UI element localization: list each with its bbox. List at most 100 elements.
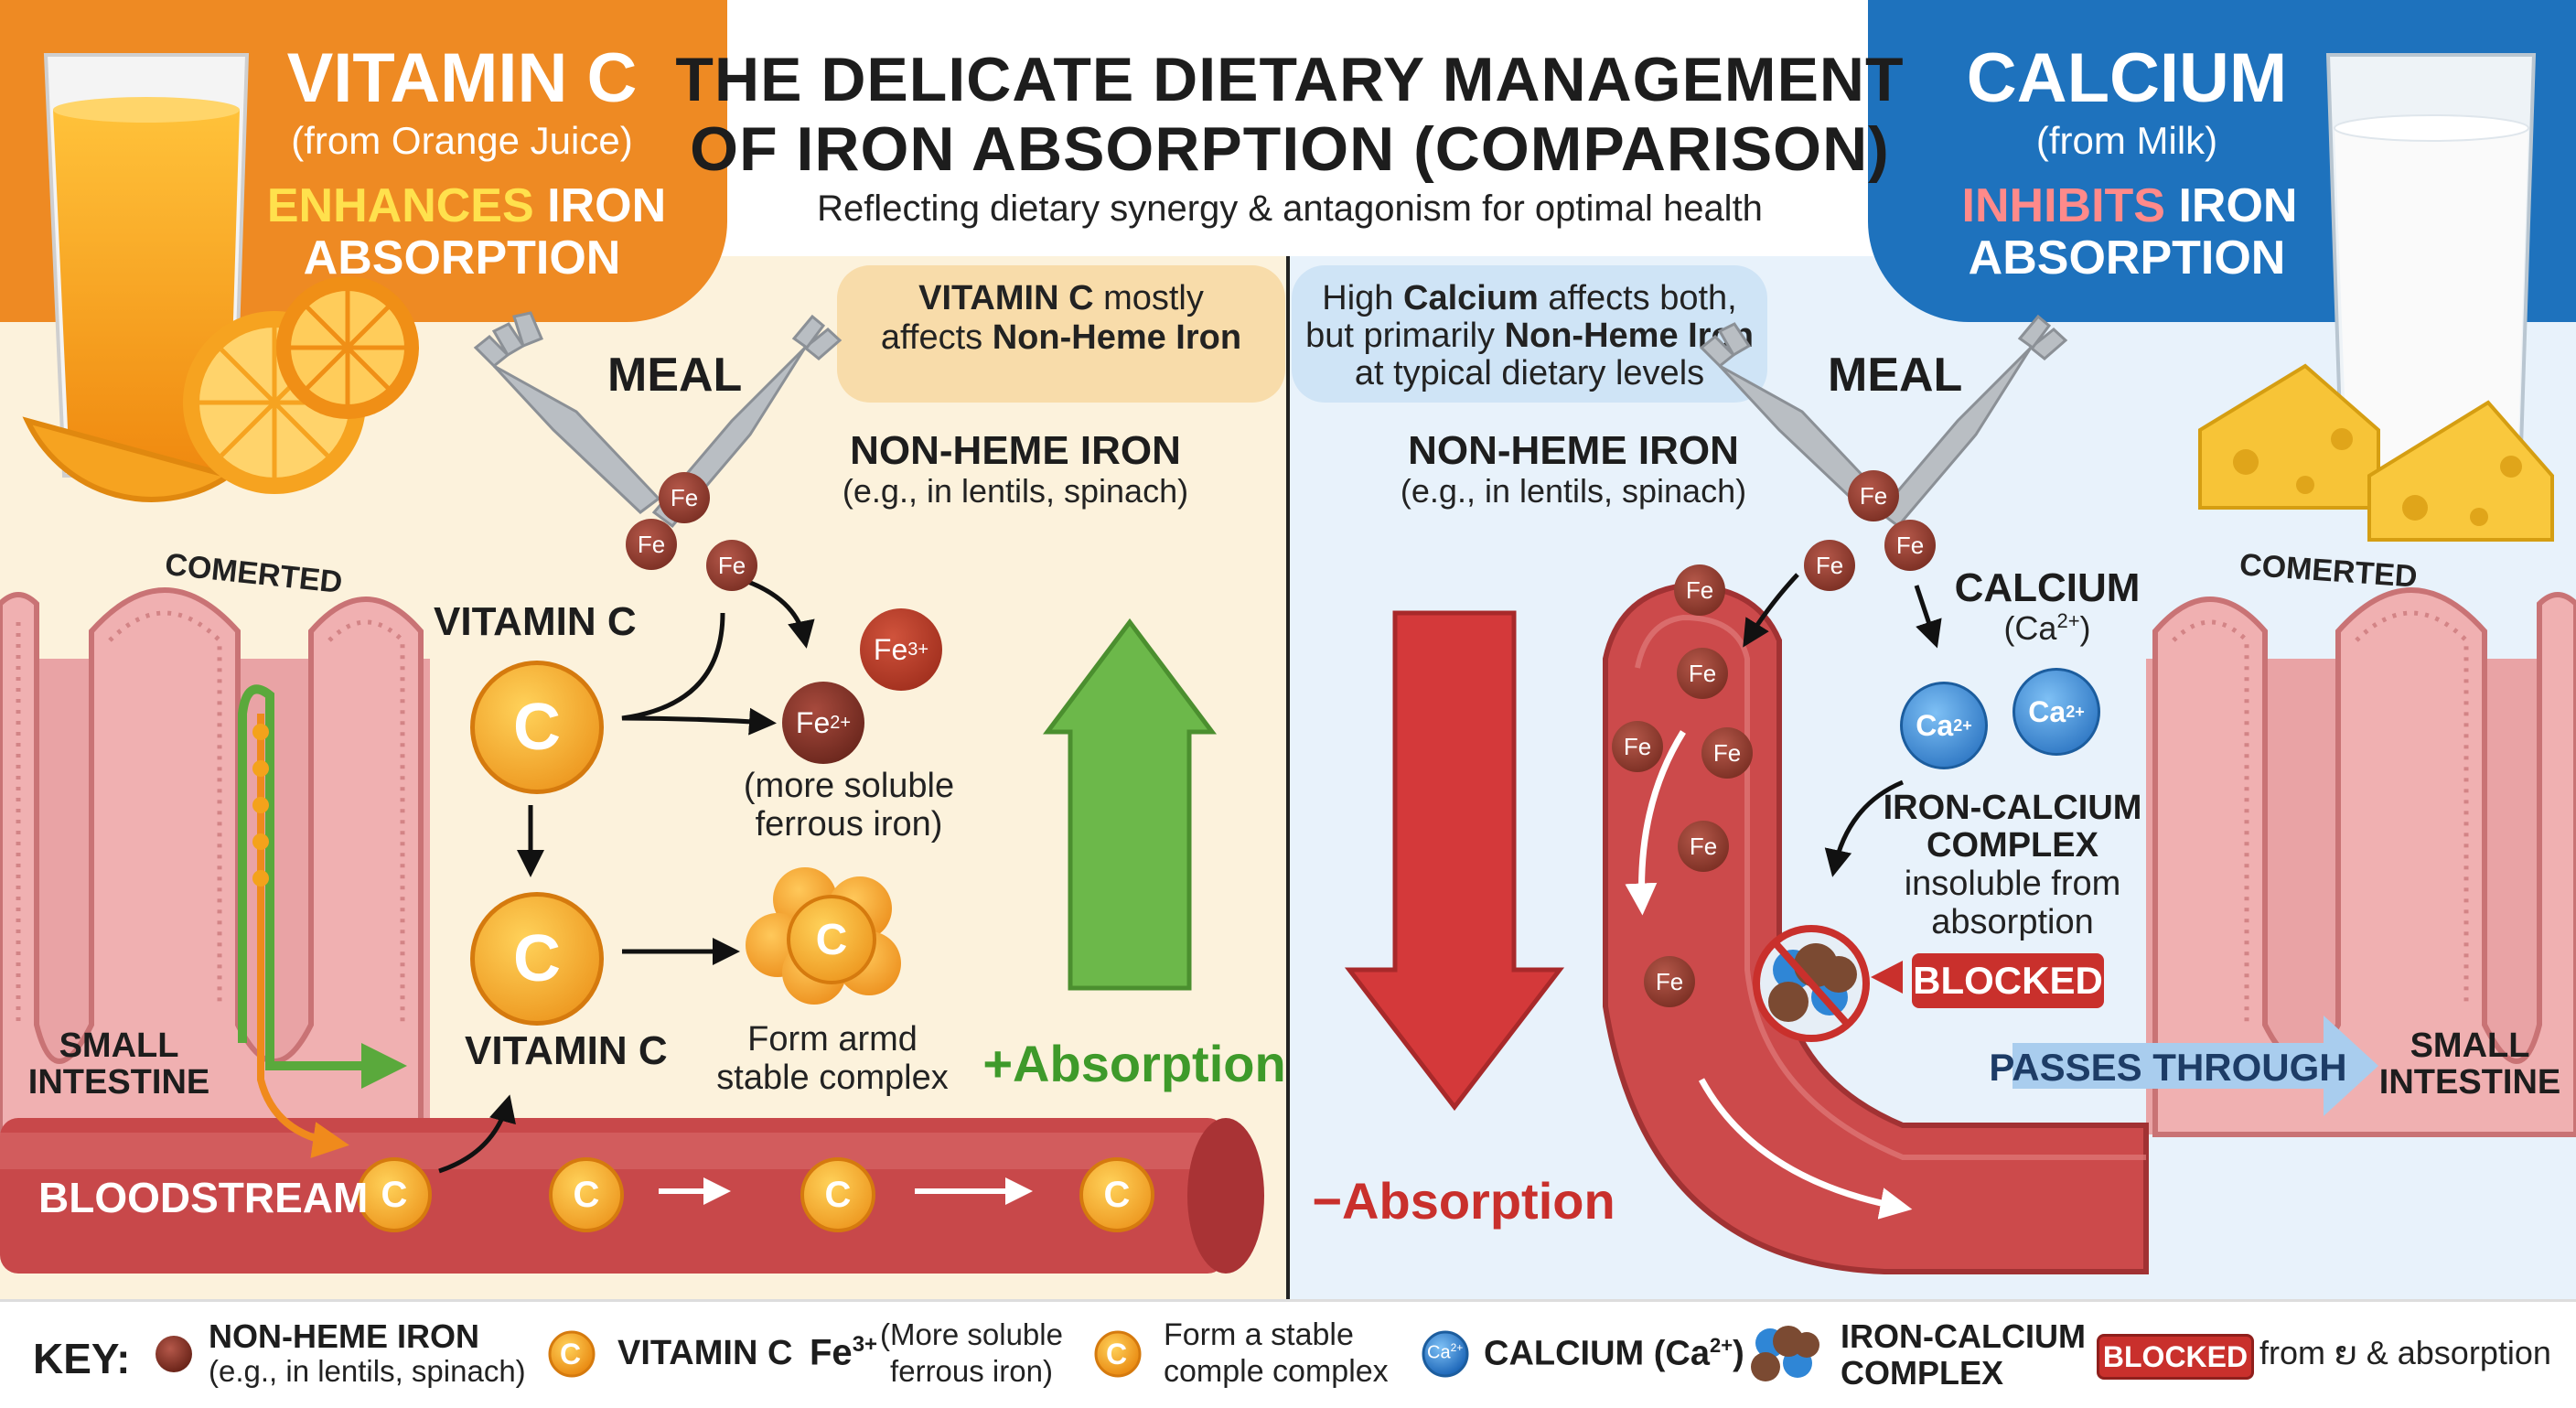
callout-affects-both: affects both,: [1538, 279, 1737, 317]
iron-molecule: Fe: [1848, 470, 1899, 521]
calcium-callout: [1292, 265, 1767, 403]
vitamin-c-callout-line1: VITAMIN C mostly: [918, 279, 1204, 318]
fe2-soluble-line1: (more soluble: [743, 767, 955, 805]
iron-molecule: Fe: [1804, 540, 1855, 591]
vitamin-c-effect-line2: ABSORPTION: [303, 231, 621, 285]
right-iron-example: (e.g., in lentils, spinach): [1400, 472, 1747, 510]
left-intestine-line2: INTESTINE: [27, 1063, 210, 1102]
key-stable-line2: comple complex: [1164, 1354, 1389, 1389]
key-iron-line1: NON-HEME IRON: [209, 1317, 479, 1355]
key-complex-icon: [1751, 1326, 1819, 1381]
callout-vitc-rest: mostly: [1093, 279, 1204, 317]
vitamin-c-label-bottom: VITAMIN C: [465, 1028, 668, 1073]
callout-nonheme-bold: Non-Heme Iron: [992, 318, 1242, 357]
fork-icon-left: [473, 311, 843, 529]
vitamin-c-molecule-top: C: [470, 661, 604, 794]
key-vitc-symbol: C: [560, 1338, 582, 1370]
blood-vitamin-c: C: [800, 1157, 875, 1232]
white-flow-arrow-1: [1625, 730, 1686, 916]
blocked-badge: BLOCKED: [1912, 953, 2104, 1008]
calcium-label: CALCIUM: [1954, 565, 2141, 610]
vitamin-c-molecule-bottom: C: [470, 892, 604, 1026]
iron-calcium-complex-blocked: [1753, 925, 1903, 1042]
vitamin-c-dots: [252, 724, 269, 887]
white-flow-arrow-2: [1698, 1078, 1913, 1220]
key-complex-line1: IRON-CALCIUM: [1841, 1317, 2086, 1355]
cheese-icon: [2198, 363, 2554, 542]
key-ca-symbol: Ca2+: [1427, 1341, 1464, 1363]
page-title-line1: THE DELICATE DIETARY MANAGEMENT: [675, 45, 1905, 114]
left-iron-label: NON-HEME IRON: [850, 428, 1181, 473]
big-red-down-arrow: [1344, 610, 1565, 1112]
center-divider: [1286, 256, 1290, 1299]
iron-molecule: Fe: [1678, 821, 1729, 872]
stable-complex-line1: Form armd: [747, 1020, 918, 1059]
blood-vitamin-c: C: [357, 1157, 432, 1232]
iron-molecule: Fe: [1701, 727, 1753, 779]
iron-molecule: Fe: [1677, 648, 1728, 699]
vitamin-c-label-top: VITAMIN C: [434, 599, 637, 644]
callout-vitc-bold: VITAMIN C: [918, 279, 1094, 317]
right-iron-label: NON-HEME IRON: [1408, 428, 1739, 473]
passes-through-arrow: [2012, 1016, 2378, 1116]
key-stable-line1: Form a stable: [1164, 1317, 1354, 1352]
bloodstream-label: BLOODSTREAM: [38, 1174, 369, 1221]
key-ca-label: CALCIUM (Ca2+): [1484, 1334, 1744, 1373]
iron-calcium-complex-line3: insoluble from: [1904, 865, 2121, 903]
callout-calcium-bold: Calcium: [1403, 279, 1539, 317]
vitamin-c-title: VITAMIN C: [286, 39, 638, 117]
vitamin-c-callout: [837, 265, 1285, 403]
page-title-line2: OF IRON ABSORPTION (COMPARISON): [690, 114, 1890, 184]
key-stable-complex-icon: [1094, 1330, 1142, 1378]
big-green-up-arrow: [1043, 618, 1217, 991]
left-arrows: [438, 574, 815, 1174]
orange-slice-icon: [22, 276, 419, 502]
stable-complex-cluster: C: [746, 867, 910, 1005]
key-blocked-badge: BLOCKED: [2097, 1334, 2254, 1380]
callout-affects: affects: [880, 318, 993, 357]
vitamin-c-source: (from Orange Juice): [291, 119, 633, 162]
iron-molecule: Fe: [659, 472, 710, 523]
calcium-callout-line1: High Calcium affects both,: [1322, 279, 1736, 318]
callout-primarily: but primarily: [1305, 317, 1505, 355]
effect-rest: IRON: [533, 179, 667, 232]
iron-calcium-complex-line2: COMPLEX: [1927, 826, 2098, 865]
passes-through-label: PASSES THROUGH: [1989, 1046, 2347, 1089]
calcium-callout-line3: at typical dietary levels: [1354, 354, 1705, 392]
inhibits-word: INHIBITS: [1961, 179, 2165, 232]
plus-absorption-label: +Absorption: [982, 1035, 1286, 1092]
milk-glass-icon: [2325, 53, 2537, 478]
calcium-title: CALCIUM: [1966, 39, 2288, 117]
page-subtitle: Reflecting dietary synergy & antagonism …: [817, 188, 1763, 229]
key-vitc-label: VITAMIN C: [617, 1334, 793, 1372]
calcium-ion-label: (Ca2+): [2003, 609, 2091, 647]
enhances-word: ENHANCES: [266, 179, 534, 232]
callout-high: High: [1322, 279, 1403, 317]
effect-rest-right: IRON: [2165, 179, 2298, 232]
iron-molecule: Fe: [626, 519, 677, 570]
fe2-soluble-line2: ferrous iron): [755, 805, 943, 844]
vitamin-c-callout-line2: affects Non-Heme Iron: [881, 318, 1241, 358]
green-absorption-path: [238, 684, 407, 1089]
key-fe3-line1: (More soluble: [880, 1317, 1063, 1351]
blood-vitamin-c: C: [549, 1157, 624, 1232]
orange-transport-path: [257, 714, 349, 1158]
key-label: KEY:: [33, 1335, 131, 1382]
right-intestine-line2: INTESTINE: [2378, 1063, 2561, 1102]
right-arrows: [1743, 573, 1942, 877]
key-icons: [156, 1326, 1819, 1381]
left-iron-example: (e.g., in lentils, spinach): [842, 472, 1189, 510]
vitamin-c-effect: ENHANCES IRON: [267, 178, 666, 233]
key-vitamin-c-icon: [548, 1330, 596, 1378]
iron-molecule: Fe: [1644, 956, 1695, 1007]
stable-complex-line2: stable complex: [716, 1059, 949, 1097]
key-blocked-text: from ຍ & absorption: [2259, 1334, 2551, 1371]
intestine-villi-left: [0, 587, 430, 1137]
key-calcium-icon: [1422, 1330, 1469, 1378]
key-stable-symbol: C: [1106, 1338, 1128, 1370]
minus-absorption-label: −Absorption: [1312, 1172, 1615, 1230]
